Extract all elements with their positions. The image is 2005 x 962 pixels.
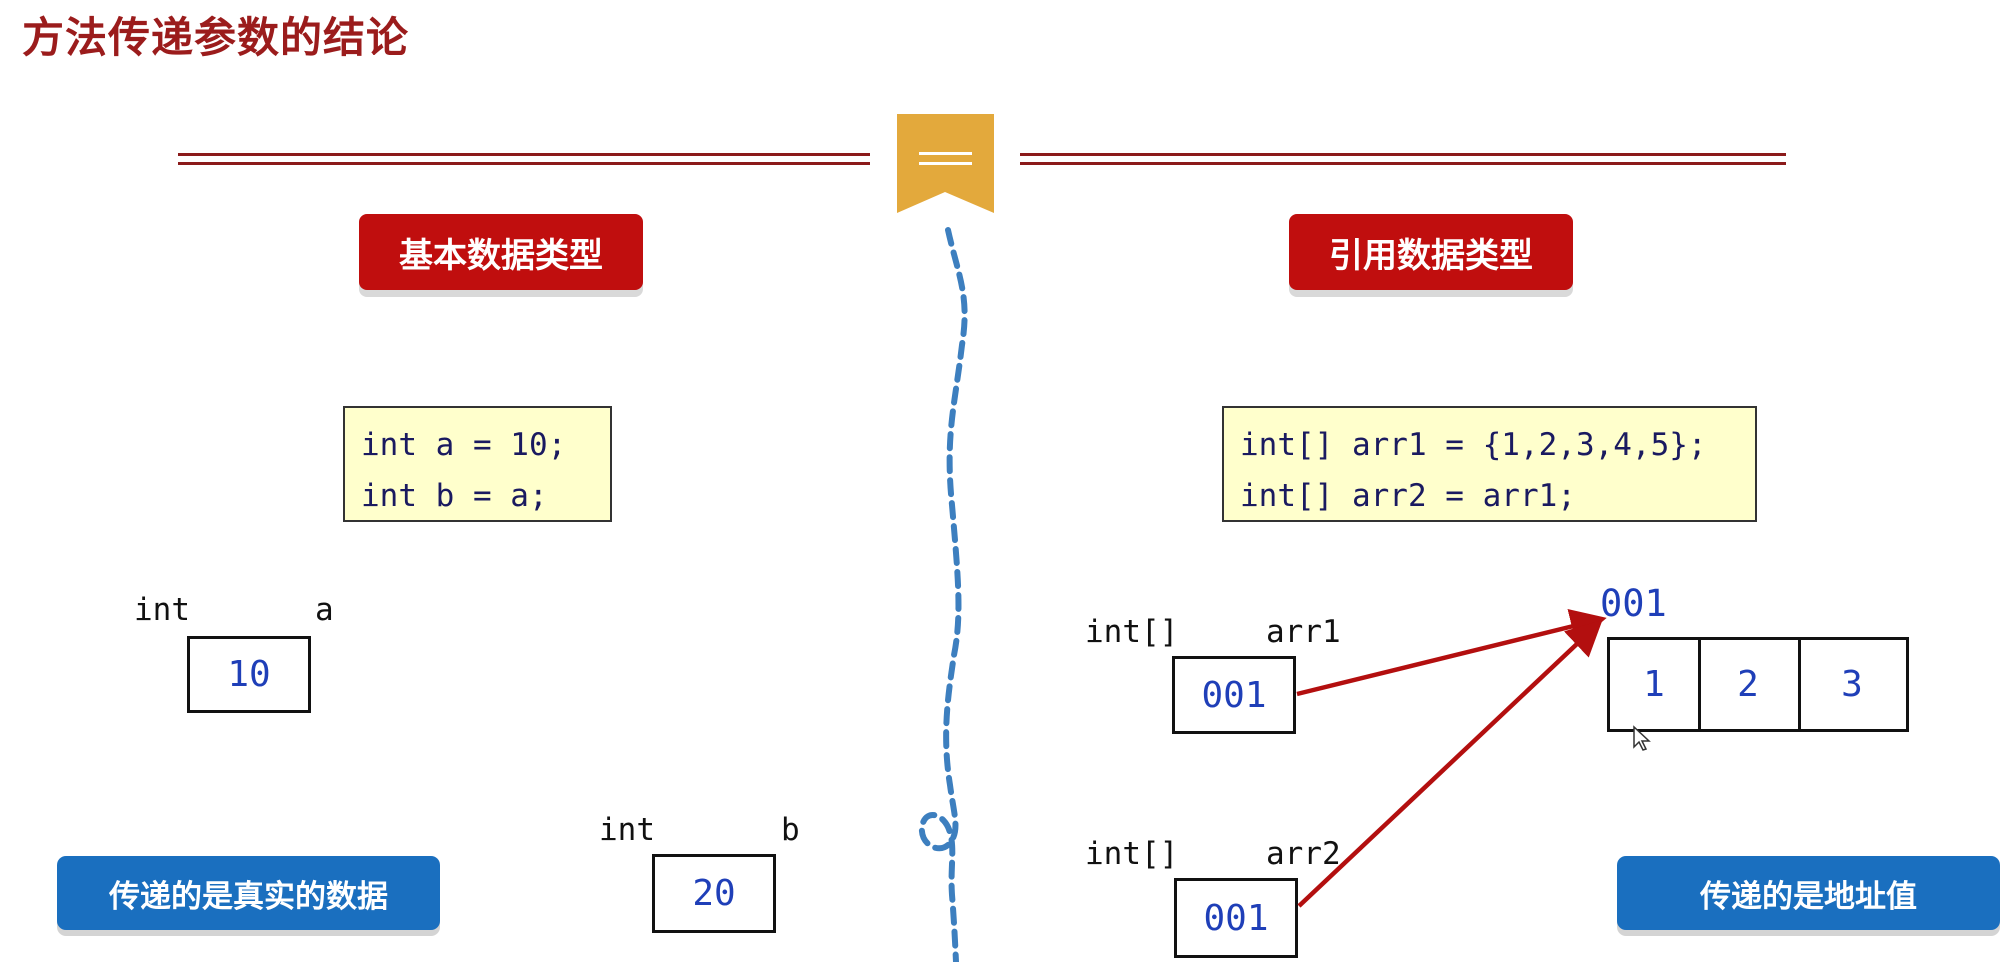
var-arr2-value-box: 001 xyxy=(1174,878,1298,958)
divider-line-left xyxy=(178,153,870,165)
divider-line-right xyxy=(1020,153,1786,165)
code-line: int[] arr2 = arr1; xyxy=(1240,478,1576,514)
var-arr2-type: int[] xyxy=(1085,836,1179,872)
primitive-type-heading: 基本数据类型 xyxy=(359,214,643,290)
bookmark-icon xyxy=(897,114,994,213)
code-line: int b = a; xyxy=(361,478,548,514)
dashed-separator xyxy=(918,227,968,962)
var-b-type: int xyxy=(599,812,655,848)
var-arr1-value-box: 001 xyxy=(1172,656,1296,734)
var-b-value-box: 20 xyxy=(652,854,776,933)
var-a-value-box: 10 xyxy=(187,636,311,713)
reference-conclusion-badge: 传递的是地址值 xyxy=(1617,856,2000,930)
page-title: 方法传递参数的结论 xyxy=(22,13,410,62)
code-line: int a = 10; xyxy=(361,427,567,463)
var-arr1-type: int[] xyxy=(1085,614,1179,650)
code-line: int[] arr1 = {1,2,3,4,5}; xyxy=(1240,427,1707,463)
primitive-code-box: int a = 10; int b = a; xyxy=(343,406,612,522)
array-cell-1: 1 xyxy=(1607,637,1701,732)
arrow-arr1-to-array xyxy=(1296,608,1607,697)
arrow-arr2-to-array xyxy=(1297,619,1603,908)
primitive-conclusion-badge: 传递的是真实的数据 xyxy=(57,856,440,930)
reference-code-box: int[] arr1 = {1,2,3,4,5}; int[] arr2 = a… xyxy=(1222,406,1757,522)
array-cell-3: 3 xyxy=(1798,637,1909,732)
var-b-name: b xyxy=(781,812,800,848)
var-arr2-name: arr2 xyxy=(1266,836,1341,872)
var-a-name: a xyxy=(315,592,334,628)
array-address-label: 001 xyxy=(1600,582,1667,625)
var-arr1-name: arr1 xyxy=(1266,614,1341,650)
mouse-pointer-icon xyxy=(1633,725,1651,751)
var-a-type: int xyxy=(134,592,190,628)
array-cell-2: 2 xyxy=(1698,637,1801,732)
reference-type-heading: 引用数据类型 xyxy=(1289,214,1573,290)
